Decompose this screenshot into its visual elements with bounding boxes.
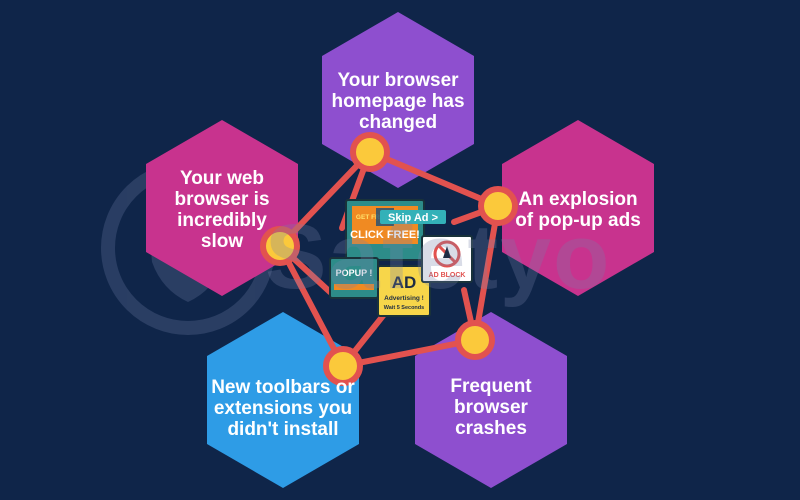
adblock-text: AD BLOCK: [429, 272, 466, 279]
ad-collage-illustration: GET FREE MONEY CLICK FREE! Skip Ad > POP…: [329, 199, 473, 317]
node-popups: [478, 186, 518, 226]
ad-text: AD: [392, 273, 417, 292]
watermark-text: Safetyo: [265, 206, 612, 308]
label-toolbars: New toolbars or extensions you didn't in…: [211, 376, 355, 440]
popup-text: POPUP !: [336, 268, 373, 278]
node-crashes: [455, 320, 495, 360]
hex-toolbars: [207, 312, 359, 488]
click-free-text: CLICK FREE!: [350, 229, 420, 241]
label-popups: An explosion of pop-up ads: [515, 189, 641, 231]
wait-seconds-text: Wait 5 Seconds: [384, 305, 424, 311]
hex-crashes: [415, 312, 567, 488]
skip-ad-text: Skip Ad >: [388, 212, 438, 224]
node-toolbars: [323, 346, 363, 386]
label-slow: Your web browser is incredibly slow: [174, 168, 270, 252]
label-crashes: Frequent browser crashes: [450, 375, 532, 439]
hex-popups: [502, 120, 654, 296]
label-homepage: Your browser homepage has changed: [331, 69, 465, 133]
connector-nodes: [260, 132, 518, 386]
node-slow: [260, 226, 300, 266]
node-homepage: [350, 132, 390, 172]
advertising-text: Advertising !: [384, 295, 424, 302]
hex-slow: [146, 120, 298, 296]
